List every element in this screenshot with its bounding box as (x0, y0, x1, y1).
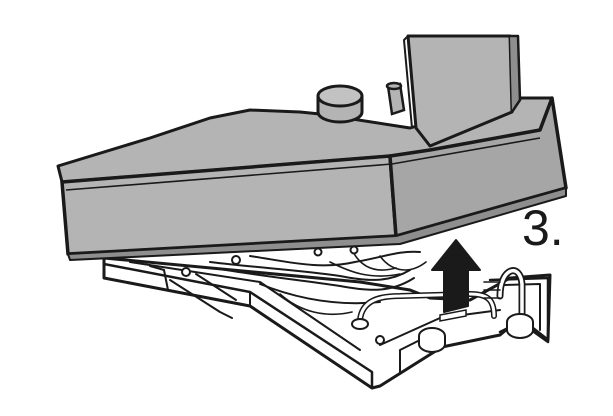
fittings (181, 245, 534, 353)
mounting-post (385, 81, 406, 116)
control-panel-cover (403, 34, 522, 148)
arrow-up-icon (431, 239, 481, 322)
internal-wiring (209, 249, 526, 323)
step-number-label: 3. (522, 200, 564, 256)
knob (316, 84, 364, 124)
base-plate (102, 256, 552, 390)
top-housing (56, 96, 568, 261)
